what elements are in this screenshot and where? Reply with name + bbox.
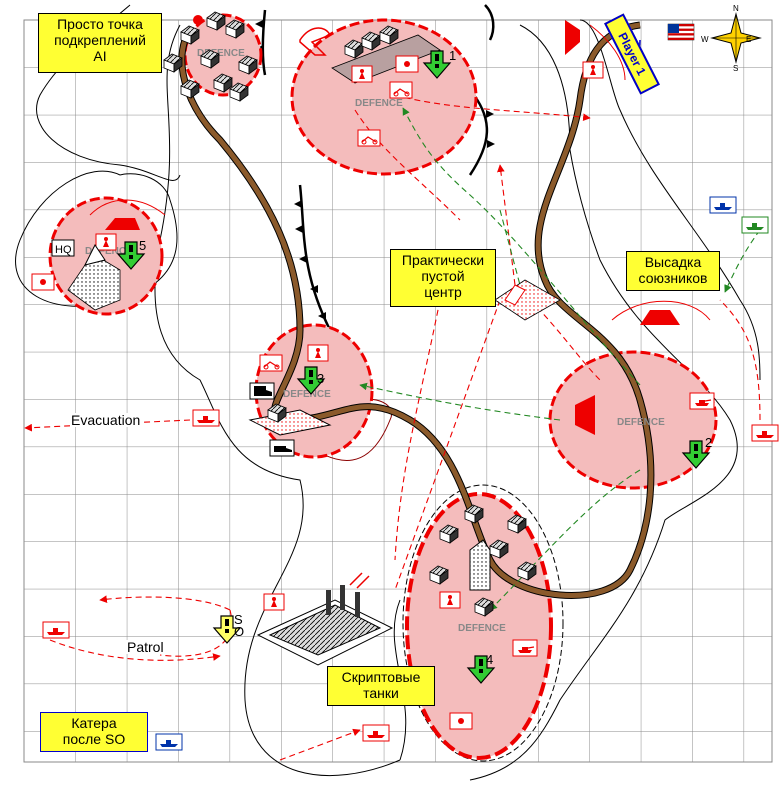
defence-labels: DEFENCE DEFENCE DEFENCE DEFENCE DEFENCE … bbox=[85, 48, 665, 634]
label-boats-after-so: Катера после SO bbox=[40, 712, 148, 752]
defence-label-4: DEFENCE bbox=[458, 623, 506, 634]
marker-number-2: 2 bbox=[705, 435, 712, 450]
label-evacuation: Evacuation bbox=[70, 412, 142, 428]
field-of-fire-arcs bbox=[89, 24, 711, 321]
marker-number-3: 3 bbox=[317, 371, 324, 386]
marker-number-4: 4 bbox=[486, 652, 493, 667]
defence-label-ai: DEFENCE bbox=[197, 48, 245, 59]
central-point bbox=[494, 279, 561, 321]
zone-5-units: HQ bbox=[31, 218, 145, 311]
marker-number-1: 1 bbox=[449, 48, 456, 63]
ai-buildings bbox=[163, 11, 258, 102]
defence-label-5: DEFENCE bbox=[85, 246, 133, 257]
label-empty-center: Практически пустой центр bbox=[390, 249, 496, 307]
label-script-tanks: Скриптовые танки bbox=[327, 666, 435, 706]
allied-routes bbox=[359, 107, 761, 611]
defence-label-1: DEFENCE bbox=[355, 98, 403, 109]
zone-2-units bbox=[575, 392, 715, 469]
compass-s: S bbox=[733, 64, 738, 73]
label-patrol: Patrol bbox=[126, 639, 165, 655]
zone-4-town bbox=[429, 504, 538, 730]
us-flag-icon bbox=[667, 23, 695, 41]
hq-label: HQ bbox=[55, 244, 72, 256]
defence-label-3: DEFENCE bbox=[283, 389, 331, 400]
compass-w: W bbox=[701, 35, 709, 44]
compass-icon: N S E W bbox=[701, 4, 762, 73]
zone-3-units bbox=[248, 344, 332, 457]
label-so: S O bbox=[234, 612, 245, 639]
defence-label-2: DEFENCE bbox=[617, 417, 665, 428]
factory bbox=[256, 572, 394, 666]
compass-n: N bbox=[733, 4, 739, 13]
zone-1-units bbox=[331, 25, 451, 147]
label-ai-reinforcement: Просто точка подкреплений AI bbox=[38, 13, 162, 73]
compass-e: E bbox=[746, 35, 751, 44]
label-allied-landing: Высадка союзников bbox=[626, 251, 720, 291]
misc-enemy-units bbox=[42, 20, 779, 751]
marker-number-5: 5 bbox=[139, 238, 146, 253]
